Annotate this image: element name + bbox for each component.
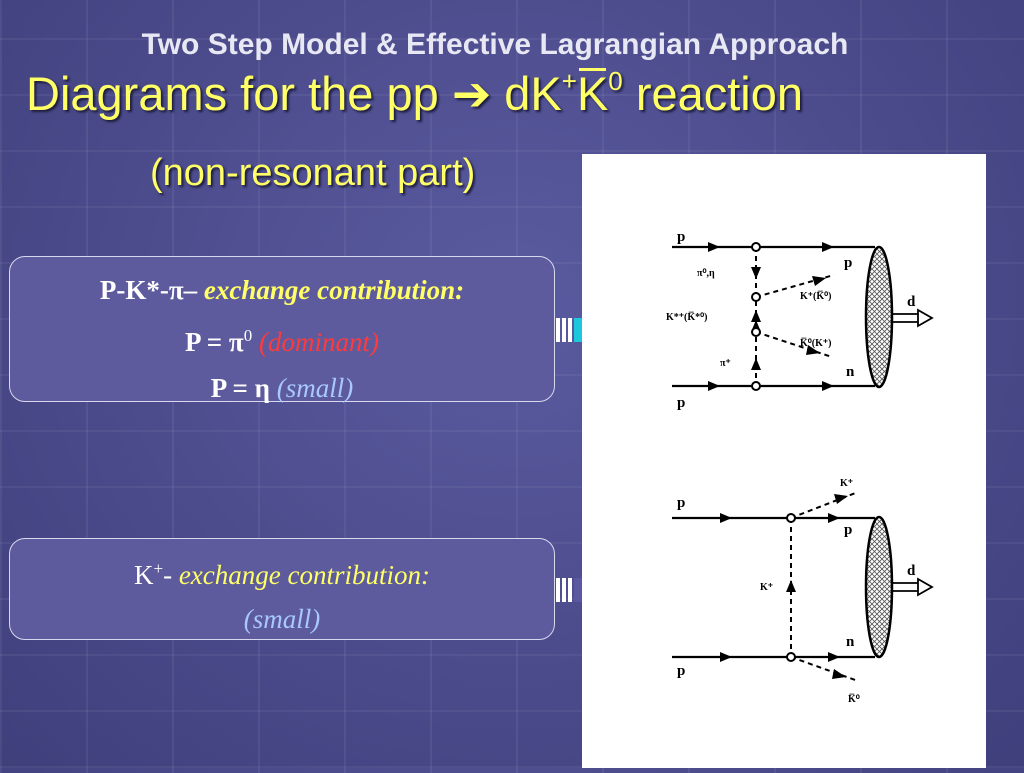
diagram-a-label-p-out: p [844, 255, 852, 271]
arrowhead-icon [822, 242, 834, 252]
title-plus: + [561, 66, 577, 96]
feynman-diagrams: p p p n d π⁰,η K*⁺(K̅*⁰) K⁺(K̅⁰) K̅⁰(K⁺)… [666, 229, 934, 705]
title-kbar: K [576, 67, 609, 120]
diagram-a-label-kstar: K*⁺(K̅*⁰) [666, 312, 708, 323]
box-a-line2: P = π0 (dominant) [10, 313, 554, 365]
arrowhead-icon [751, 358, 761, 370]
diagram-a-label-p-in-top: p [677, 229, 685, 245]
arrowhead-icon [832, 669, 846, 679]
vertex-icon [786, 513, 796, 523]
arrowhead-icon [917, 577, 934, 597]
diagram-a-label-pi-plus: π⁺ [720, 358, 731, 369]
box-a-exchange-text: exchange contribution: [197, 275, 465, 305]
title-prefix: Diagrams for the pp [26, 67, 452, 120]
title-suffix: reaction [622, 67, 804, 120]
title-zero: 0 [608, 66, 623, 96]
box-a-line3: P = η (small) [10, 365, 554, 411]
diagram-b-kaon-out-lower [790, 656, 859, 682]
box-b-k-label: K [133, 560, 154, 590]
diagram-a-label-d: d [907, 294, 916, 310]
vertex-icon [751, 381, 761, 391]
slide-subtitle: Two Step Model & Effective Lagrangian Ap… [141, 28, 849, 61]
box-b-small-note: (small) [243, 604, 321, 634]
box-a-eta-label: P = η [210, 373, 277, 403]
box-a-pi-label: P = π [185, 327, 244, 357]
diagram-b: p p p n d K⁺ K⁺ K̅⁰ [672, 478, 934, 705]
diagram-b-label-p-in-bottom: p [677, 663, 685, 679]
diagram-a-label-k-plus-kbar: K⁺(K̅⁰) [800, 291, 832, 302]
diagram-b-label-p-in-top: p [677, 495, 685, 511]
diagram-b-label-n-out: n [846, 634, 855, 650]
title-dk: dK [491, 67, 562, 120]
diagram-b-label-d: d [907, 563, 916, 579]
arrowhead-icon [751, 267, 761, 279]
arrowhead-icon [822, 381, 834, 391]
right-arrow-icon: ➔ [451, 67, 492, 120]
contribution-box-a: P-K*-π– exchange contribution: P = π0 (d… [9, 256, 555, 403]
arrowhead-icon [834, 494, 848, 504]
deuteron-blob-icon [864, 515, 894, 659]
vertex-icon [751, 292, 761, 302]
diagram-b-label-k-plus-exchange: K⁺ [760, 582, 773, 593]
feynman-diagram-panel: p p p n d π⁰,η K*⁺(K̅*⁰) K⁺(K̅⁰) K̅⁰(K⁺)… [582, 154, 986, 768]
box-b-dash: - [163, 560, 173, 590]
arrowhead-icon [786, 580, 796, 592]
vertex-icon [786, 652, 796, 662]
slide-title: Diagrams for the pp ➔ dK+K0 reaction [26, 66, 803, 122]
arrowhead-icon [720, 652, 732, 662]
arrowhead-icon [812, 276, 826, 286]
arrowhead-icon [828, 652, 840, 662]
arrowhead-icon [708, 381, 720, 391]
box-b-line1: K+- exchange contribution: [10, 547, 554, 597]
box-a-dominant-note: (dominant) [258, 327, 379, 357]
diagram-b-label-kbar-out: K̅⁰ [848, 694, 860, 705]
arrowhead-icon [828, 513, 840, 523]
diagram-b-label-p-out: p [844, 522, 852, 538]
box-a-line1: P-K*-π– exchange contribution: [10, 267, 554, 313]
diagram-a: p p p n d π⁰,η K*⁺(K̅*⁰) K⁺(K̅⁰) K̅⁰(K⁺)… [666, 229, 934, 411]
vertex-icon [751, 242, 761, 252]
diagram-a-label-p-in-bottom: p [677, 395, 685, 411]
diagram-b-label-k-plus-out: K⁺ [840, 478, 853, 489]
arrowhead-icon [720, 513, 732, 523]
vertex-icon [751, 327, 761, 337]
box-b-exchange-text: exchange contribution: [172, 560, 431, 590]
box-b-k-sup: + [153, 559, 164, 578]
diagram-a-label-pi-eta: π⁰,η [697, 268, 715, 279]
diagram-a-label-kbar-k-plus: K̅⁰(K⁺) [800, 338, 832, 349]
arrowhead-icon [917, 308, 934, 328]
diagram-b-kaon-out-upper [790, 491, 859, 519]
arrowhead-icon [806, 345, 820, 355]
box-a-small-note: (small) [276, 373, 354, 403]
arrowhead-icon [708, 242, 720, 252]
box-b-line2: (small) [10, 597, 554, 641]
box-a-exchange-label: P-K*-π– [99, 275, 198, 305]
contribution-box-b: K+- exchange contribution: (small) [9, 538, 555, 640]
diagram-a-label-n-out: n [846, 364, 855, 380]
box-a-pi-sup: 0 [243, 326, 253, 345]
slide-caption: (non-resonant part) [150, 152, 476, 194]
deuteron-blob-icon [864, 245, 894, 389]
arrowhead-icon [751, 310, 761, 322]
